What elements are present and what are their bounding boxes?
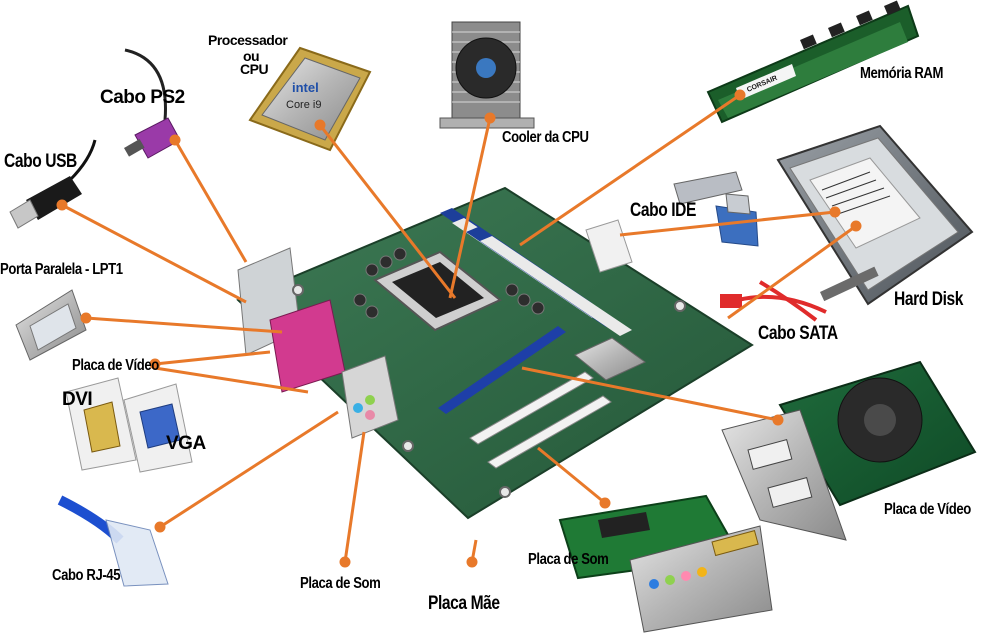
label-placa-video-right: Placa de Vídeo [884, 501, 971, 518]
label-placa-som-right: Placa de Som [528, 551, 609, 568]
video-card [721, 360, 977, 541]
label-cabo-sata: Cabo SATA [758, 323, 838, 344]
ram-slots [440, 208, 632, 336]
sata-cable [720, 280, 827, 322]
ide-cable [673, 171, 759, 247]
hard-disk [776, 124, 974, 306]
label-placa-video-left: Placa de Vídeo [72, 357, 159, 374]
label-hard-disk: Hard Disk [894, 289, 964, 310]
usb-cable [9, 139, 97, 229]
rj45-cable [57, 495, 169, 587]
vga-connector [123, 383, 193, 473]
label-placa-mae: Placa Mãe [428, 593, 500, 614]
label-porta-paralela: Porta Paralela - LPT1 [0, 261, 123, 278]
label-cabo-ide: Cabo IDE [630, 200, 696, 221]
cpu-brand-text: intel [292, 80, 319, 95]
label-cabo-usb: Cabo USB [4, 151, 77, 172]
label-processador: Processador [208, 32, 288, 48]
mount-holes [292, 284, 686, 498]
label-cooler-cpu: Cooler da CPU [502, 129, 589, 146]
pcie-x16-slot [438, 326, 566, 414]
label-cabo-ps2: Cabo PS2 [100, 87, 185, 108]
label-ou: ou [243, 48, 260, 64]
cpu-model-text: Core i9 [286, 99, 321, 111]
label-dvi: DVI [62, 389, 93, 410]
label-cpu: CPU [240, 61, 269, 77]
cpu-socket [373, 250, 502, 332]
capacitors [353, 247, 545, 319]
atx-power-connector [585, 219, 633, 273]
pci-slot-2 [487, 395, 612, 469]
leader-lines [56, 89, 862, 568]
io-panel [237, 247, 399, 439]
label-vga: VGA [166, 433, 206, 454]
motherboard [236, 186, 754, 520]
chipset-heatsink [574, 337, 646, 381]
label-cabo-rj45: Cabo RJ-45 [52, 567, 121, 584]
cpu-cooler [439, 21, 535, 129]
pci-slot-1 [469, 371, 594, 445]
label-placa-som-center: Placa de Som [300, 575, 381, 592]
label-memoria-ram: Memória RAM [860, 65, 943, 82]
ram-stick: CORSAIR [706, 0, 920, 124]
sound-card [558, 494, 773, 633]
cpu-chip: intel Core i9 [248, 46, 372, 152]
parallel-connector [15, 289, 87, 361]
dvi-connector [65, 377, 137, 471]
